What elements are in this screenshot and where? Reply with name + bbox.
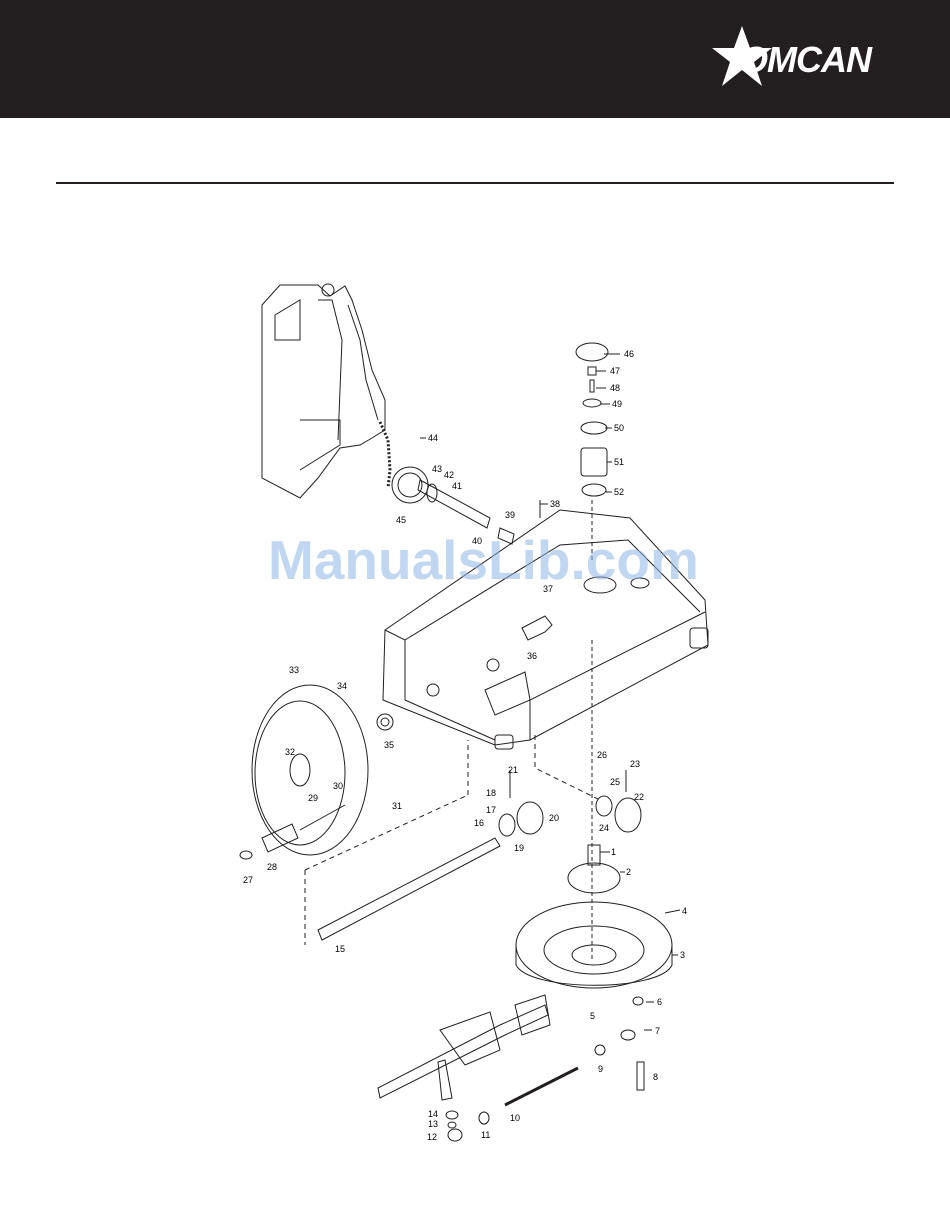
part-label-42: 42 xyxy=(444,470,454,480)
part-label-27: 27 xyxy=(243,875,253,885)
part-label-44: 44 xyxy=(428,433,438,443)
part-label-14: 14 xyxy=(428,1109,438,1119)
part-label-34: 34 xyxy=(337,681,347,691)
part-label-12: 12 xyxy=(427,1132,437,1142)
part-label-8: 8 xyxy=(653,1072,658,1082)
part-label-21: 21 xyxy=(508,765,518,775)
part-label-16: 16 xyxy=(474,818,484,828)
part-label-50: 50 xyxy=(614,423,624,433)
part-label-13: 13 xyxy=(428,1119,438,1129)
part-label-29: 29 xyxy=(308,793,318,803)
part-label-5: 5 xyxy=(590,1011,595,1021)
part-label-4: 4 xyxy=(682,906,687,916)
part-label-36: 36 xyxy=(527,651,537,661)
part-label-23: 23 xyxy=(630,759,640,769)
part-label-3: 3 xyxy=(680,950,685,960)
part-label-39: 39 xyxy=(505,510,515,520)
part-label-26: 26 xyxy=(597,750,607,760)
part-label-2: 2 xyxy=(626,867,631,877)
part-label-47: 47 xyxy=(610,366,620,376)
part-label-31: 31 xyxy=(392,801,402,811)
part-label-41: 41 xyxy=(452,481,462,491)
part-label-35: 35 xyxy=(384,740,394,750)
part-label-51: 51 xyxy=(614,457,624,467)
column-frame xyxy=(262,285,385,498)
part-label-7: 7 xyxy=(655,1026,660,1036)
part-label-10: 10 xyxy=(510,1113,520,1123)
part-label-17: 17 xyxy=(486,805,496,815)
part-label-19: 19 xyxy=(514,843,524,853)
part-label-1: 1 xyxy=(611,847,616,857)
watermark-text: ManualsLib.com xyxy=(268,528,699,592)
part-label-18: 18 xyxy=(486,788,496,798)
part-label-22: 22 xyxy=(634,792,644,802)
part-label-52: 52 xyxy=(614,487,624,497)
part-label-46: 46 xyxy=(624,349,634,359)
part-label-32: 32 xyxy=(285,747,295,757)
part-label-9: 9 xyxy=(598,1064,603,1074)
part-label-11: 11 xyxy=(481,1130,490,1140)
part-label-30: 30 xyxy=(333,781,343,791)
part-label-49: 49 xyxy=(612,399,622,409)
part-label-15: 15 xyxy=(335,944,345,954)
part-label-28: 28 xyxy=(267,862,277,872)
part-label-33: 33 xyxy=(289,665,299,675)
part-label-6: 6 xyxy=(657,997,662,1007)
part-label-48: 48 xyxy=(610,383,620,393)
part-label-24: 24 xyxy=(599,823,609,833)
part-label-38: 38 xyxy=(550,499,560,509)
part-label-25: 25 xyxy=(610,777,620,787)
part-label-43: 43 xyxy=(432,464,442,474)
part-label-45: 45 xyxy=(396,515,406,525)
part-label-20: 20 xyxy=(549,813,559,823)
